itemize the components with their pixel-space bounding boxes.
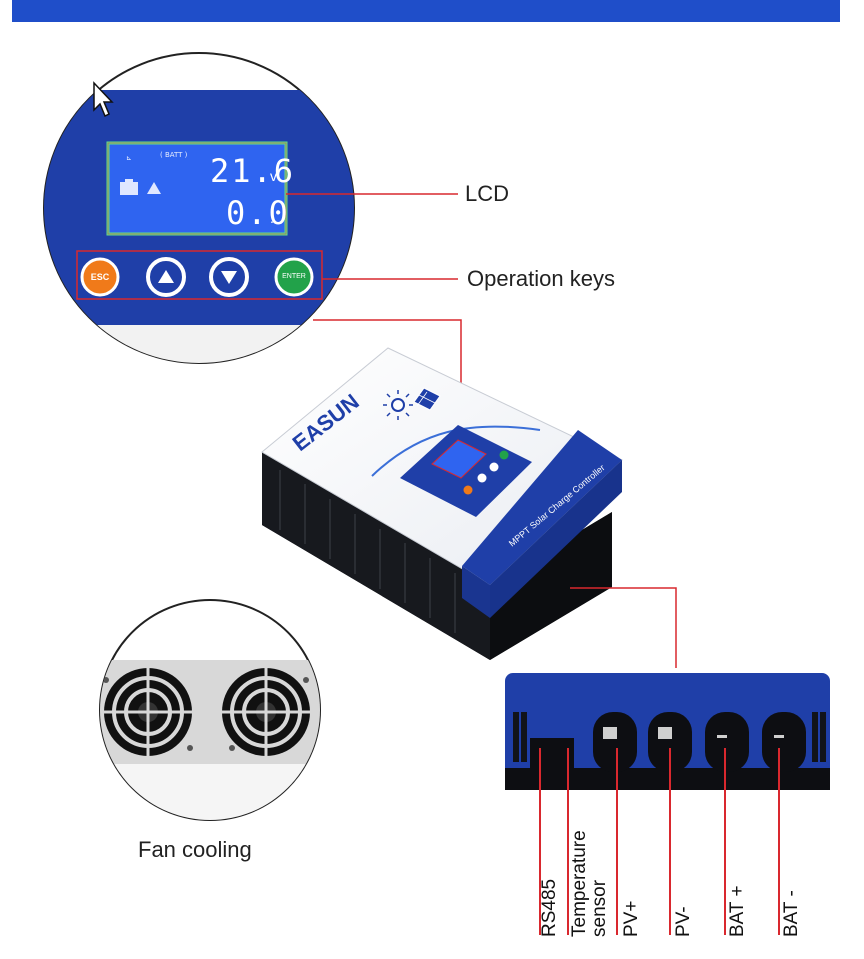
port-label-bat-neg: BAT - <box>781 890 802 937</box>
triangle-indicator-icon <box>147 182 161 194</box>
rs485-port <box>530 738 574 770</box>
port-label-sensor: sensor <box>589 879 610 937</box>
terminal-bat-neg <box>762 712 806 772</box>
port-label-rs485: RS485 <box>539 878 560 937</box>
port-label-bat-pos: BAT + <box>727 885 748 937</box>
top-banner <box>12 0 840 22</box>
enter-key-label: ENTER <box>282 273 306 280</box>
fan-icon <box>104 668 192 756</box>
fan-zoom-circle <box>99 599 321 821</box>
port-label-pv-neg: PV- <box>673 906 694 937</box>
port-panel <box>505 673 830 790</box>
esc-key-label: ESC <box>90 272 110 282</box>
enter-key[interactable] <box>274 257 314 297</box>
charge-controller-device: EASUN MPPT Solar Charge Controller <box>261 347 623 660</box>
down-arrow-icon <box>221 271 237 284</box>
esc-key[interactable] <box>80 257 120 297</box>
lcd-voltage: 21.6 <box>210 152 296 190</box>
operation-keys-callout: Operation keys <box>467 266 615 291</box>
fan-icon <box>222 668 310 756</box>
battery-icon <box>120 179 138 195</box>
lcd-callout: LCD <box>465 181 510 206</box>
terminal-pv-pos <box>593 712 637 772</box>
port-label-temperature: Temperature <box>569 830 590 937</box>
terminal-pv-neg <box>648 712 692 772</box>
cursor-arrow-icon <box>93 81 114 118</box>
lcd-current: 0.0 <box>226 194 290 232</box>
lcd-zoom-circle: ⊾ ( BATT ) <box>43 52 355 364</box>
port-label-pv-pos: PV+ <box>621 900 642 937</box>
fan-cooling-callout: Fan cooling <box>138 837 252 862</box>
lcd-current-unit: . <box>270 210 274 226</box>
solar-panel-icon <box>413 387 441 411</box>
terminal-bat-pos <box>705 712 749 772</box>
svg-text:( BATT ): ( BATT ) <box>160 151 188 159</box>
up-arrow-icon <box>158 270 174 283</box>
lcd-voltage-unit: v <box>270 168 277 184</box>
svg-text:⊾: ⊾ <box>126 154 132 162</box>
sun-icon <box>383 390 413 420</box>
